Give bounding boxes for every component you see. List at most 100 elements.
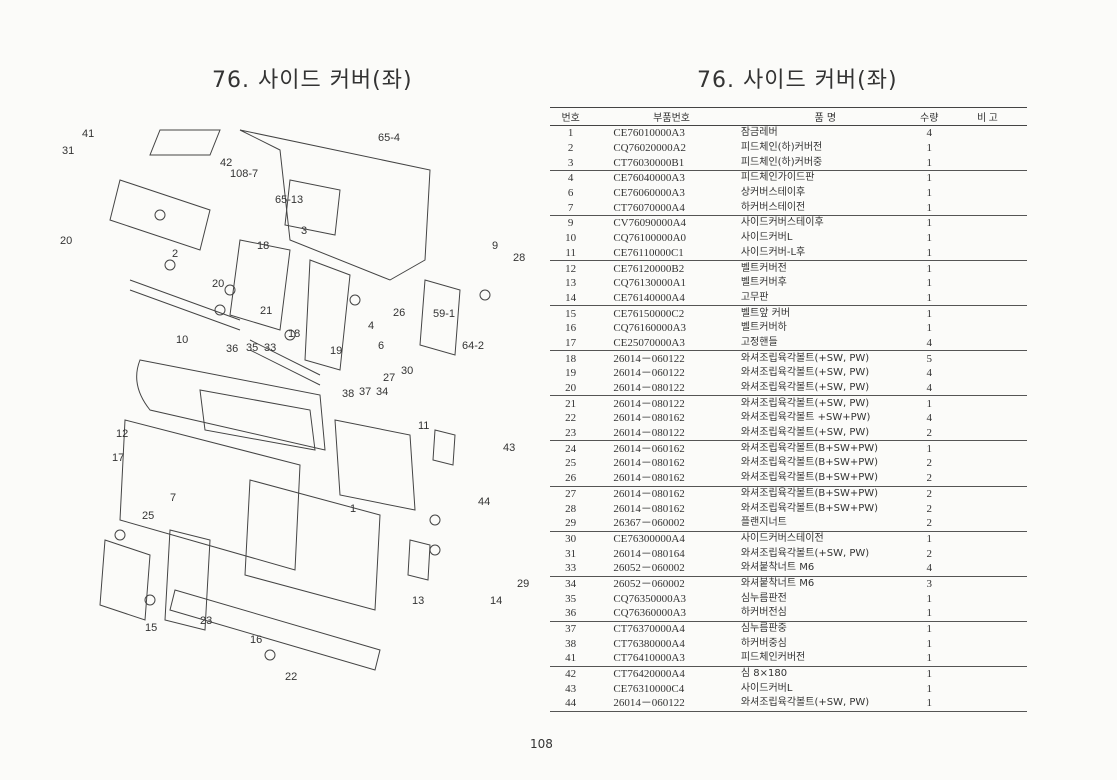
callout-label: 35	[246, 342, 259, 354]
cell-name: 와셔조립육각볼트(+SW, PW)	[730, 380, 911, 397]
cell-no: 33	[550, 560, 592, 577]
cell-part-no: CQ76020000A2	[613, 142, 687, 155]
cell-part-no: CT76370000A4	[613, 623, 685, 636]
cell-qty: 1	[910, 200, 948, 217]
cell-no: 12	[565, 262, 577, 275]
diagram-drawing	[99, 129, 491, 671]
cell-qty: 1	[910, 606, 948, 622]
cell-qty: 1	[926, 532, 932, 545]
cell-name: 하커버전심	[730, 606, 911, 622]
cell-qty: 5	[926, 352, 932, 365]
cell-no: 18	[565, 352, 577, 365]
cell-name: 사이드커버L	[740, 232, 793, 244]
cell-remarks	[947, 425, 1027, 442]
cell-remarks	[948, 456, 1027, 471]
callout-label: 41	[82, 128, 95, 140]
callout-label: 64-2	[462, 340, 485, 352]
cell-part-no: CE25070000A3	[591, 335, 731, 352]
cell-remarks	[947, 155, 1027, 172]
cell-no: 19	[565, 367, 577, 380]
cell-qty: 1	[926, 442, 932, 455]
cell-no: 43	[565, 682, 577, 695]
cell-remarks	[947, 470, 1027, 487]
cell-qty: 4	[926, 127, 932, 140]
callout-label: 28	[513, 252, 526, 264]
cell-no: 25	[565, 457, 577, 470]
header-remarks: 비 고	[947, 107, 1027, 126]
callout-label: 2	[172, 248, 179, 260]
cell-qty: 1	[910, 155, 948, 172]
callout-label: 65-4	[378, 132, 401, 144]
cell-remarks	[948, 441, 1027, 456]
cell-part-no: 26014－060122	[613, 352, 685, 365]
cell-part-no: CQ76350000A3	[613, 592, 687, 605]
callout-label: 10	[176, 334, 189, 346]
cell-name: 와셔조립육각볼트(B+SW+PW)	[740, 487, 879, 499]
callout-label: 9	[492, 240, 499, 252]
page-number: 108	[530, 737, 553, 751]
cell-name: 플랜지너트	[730, 515, 911, 532]
cell-part-no: 26014－060122	[591, 696, 731, 712]
cell-part-no: 26367－060002	[591, 515, 731, 532]
cell-part-no: 26014－080122	[591, 380, 731, 397]
cell-remarks	[948, 621, 1027, 636]
cell-qty: 2	[926, 547, 932, 560]
cell-qty: 4	[926, 367, 932, 380]
cell-qty: 2	[926, 502, 932, 515]
cell-qty: 1	[926, 217, 932, 230]
cell-remarks	[947, 380, 1027, 397]
cell-qty: 4	[910, 335, 948, 352]
callout-label: 44	[478, 496, 491, 508]
callout-label: 12	[116, 428, 129, 440]
cell-no: 3	[550, 155, 592, 172]
callout-label: 30	[401, 365, 414, 377]
cell-part-no: CT76380000A4	[613, 637, 685, 650]
cell-remarks	[948, 501, 1027, 516]
callout-label: 20	[60, 235, 73, 247]
callout-label: 23	[200, 615, 213, 627]
cell-remarks	[948, 531, 1027, 546]
cell-part-no: CE76150000C2	[613, 307, 685, 320]
cell-remarks	[948, 216, 1027, 231]
cell-remarks	[947, 606, 1027, 622]
callout-label: 59-1	[433, 308, 456, 320]
cell-name: 심 8×180	[740, 668, 788, 680]
cell-no: 28	[565, 502, 577, 515]
cell-part-no: 26052－060002	[591, 560, 731, 577]
callout-label: 7	[170, 492, 177, 504]
cell-no: 37	[565, 623, 577, 636]
cell-no: 6	[567, 187, 574, 200]
callout-label: 38	[342, 388, 355, 400]
cell-remarks	[948, 141, 1027, 156]
cell-no: 4	[567, 172, 574, 185]
cell-name: 와셔붙착너트 M6	[740, 577, 815, 589]
cell-name: 사이드커버-L후	[730, 245, 911, 262]
cell-name: 와셔조립육각볼트 +SW+PW)	[740, 412, 871, 424]
cell-name: 와셔조립육각볼트(B+SW+PW)	[740, 502, 879, 514]
callout-label: 1	[350, 503, 357, 515]
cell-part-no: CE76140000A4	[591, 290, 731, 307]
cell-no: 26	[550, 470, 592, 487]
callout-label: 26	[393, 307, 406, 319]
callout-label: 22	[285, 671, 298, 683]
cell-qty: 1	[926, 623, 932, 636]
cell-part-no: 26052－060002	[613, 577, 685, 590]
cell-part-no: CE76060000A3	[613, 187, 685, 200]
cell-qty: 1	[926, 397, 932, 410]
cell-no: 17	[550, 335, 592, 352]
cell-no: 30	[565, 532, 577, 545]
cell-part-no: 26014－080162	[613, 457, 685, 470]
cell-qty: 4	[910, 560, 948, 577]
cell-remarks	[948, 366, 1027, 381]
cell-remarks	[947, 651, 1027, 667]
cell-no: 29	[550, 515, 592, 532]
